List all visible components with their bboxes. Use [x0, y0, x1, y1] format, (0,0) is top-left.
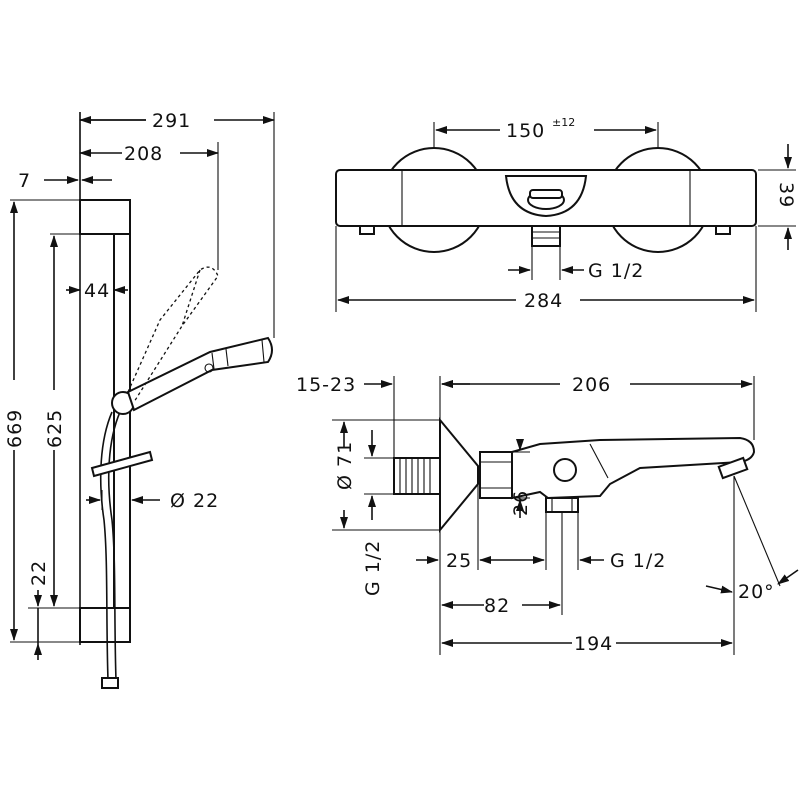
inlet-thread: [393, 457, 441, 495]
dim-diameter-22: Ø 22: [170, 490, 219, 512]
bottom-wall-bracket: [79, 607, 131, 643]
dim-82: 82: [484, 595, 510, 617]
shower-set-view: 291 208 7 44 669 625 22 Ø 22: [4, 110, 275, 689]
spout-body: [511, 436, 756, 500]
dim-150: 150: [506, 120, 545, 142]
dim-150-tolerance: ±12: [552, 116, 575, 129]
hand-shower: [126, 336, 273, 412]
dim-22-bracket: 22: [28, 560, 50, 586]
mixer-side-view: 15-23 206 Ø 71 G 1/2 26 25 G 1/2 82 194: [296, 374, 799, 655]
dim-angle-20: 20°: [738, 581, 775, 603]
dim-inlet-thread: G 1/2: [362, 540, 384, 596]
dim-284: 284: [524, 290, 563, 312]
dim-194: 194: [574, 633, 613, 655]
dim-625: 625: [44, 409, 66, 448]
dim-39: 39: [775, 182, 797, 208]
mixer-front-view: 150 ±12 39 G 1/2 284: [335, 116, 797, 312]
dim-25: 25: [446, 550, 472, 572]
dim-44: 44: [84, 280, 110, 302]
dim-diameter-71: Ø 71: [334, 441, 356, 490]
diverter-outlet: [545, 497, 579, 513]
union-nut: [479, 451, 513, 499]
side-control-knob: [553, 458, 577, 482]
dim-7: 7: [18, 170, 31, 192]
shower-hose: [99, 411, 113, 681]
dim-206: 206: [572, 374, 611, 396]
dim-outlet-thread: G 1/2: [588, 260, 644, 282]
mixer-outlet: [531, 225, 561, 247]
wall-rosette: [439, 417, 479, 533]
spout-aerator: [717, 456, 749, 480]
hose-connector: [101, 677, 119, 689]
dim-26: 26: [510, 490, 532, 516]
slider-clamp: [90, 450, 154, 478]
dim-208: 208: [124, 143, 163, 165]
top-wall-bracket: [79, 199, 131, 235]
dim-side-outlet-thread: G 1/2: [610, 550, 666, 572]
dim-669: 669: [4, 409, 26, 448]
dim-291: 291: [152, 110, 191, 132]
dim-15-23: 15-23: [296, 374, 356, 396]
